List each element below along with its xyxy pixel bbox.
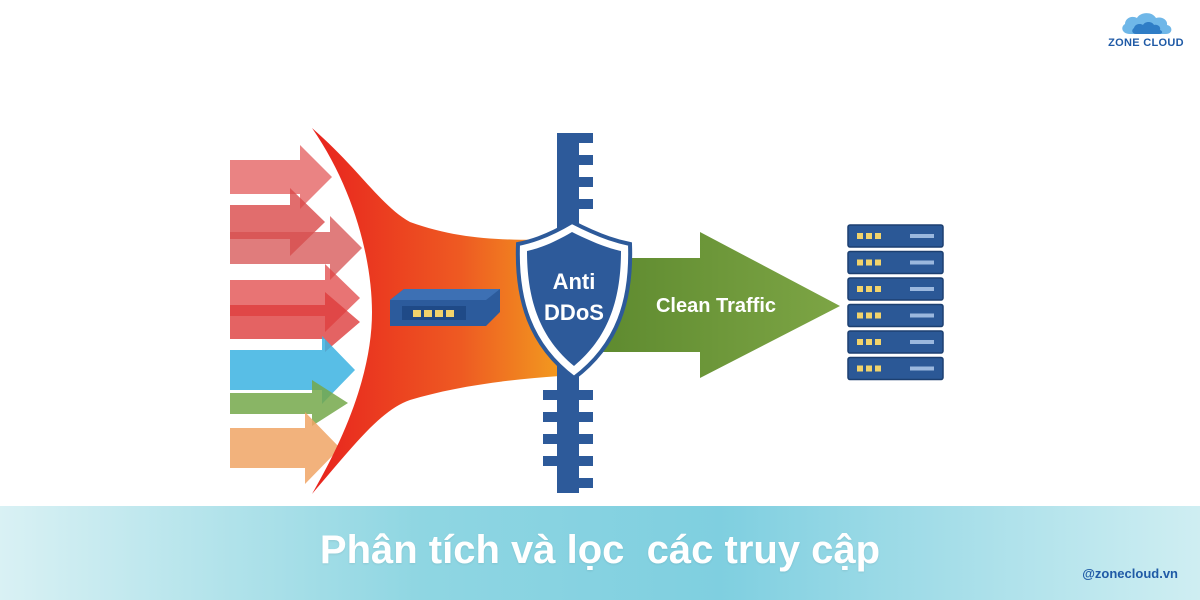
shield-label-line2: DDoS (544, 300, 604, 325)
server-unit (847, 330, 944, 354)
zone-cloud-logo: ZONE CLOUD (1106, 10, 1186, 54)
clean-traffic-label: Clean Traffic (656, 295, 776, 317)
server-unit (847, 250, 944, 275)
traffic-arrow-orange (230, 412, 340, 484)
caption-banner (0, 506, 1200, 600)
server-unit (847, 277, 944, 301)
network-device-icon (390, 289, 500, 326)
server-rack-icon (847, 224, 944, 381)
caption-title: Phân tích và lọc các truy cập (319, 528, 881, 572)
server-unit (847, 356, 944, 381)
cloud-icon (1122, 13, 1172, 34)
server-unit (847, 224, 944, 248)
social-handle: @zonecloud.vn (1082, 566, 1178, 581)
clean-traffic-arrow (598, 232, 840, 378)
logo-text: ZONE CLOUD (1108, 37, 1184, 49)
anti-ddos-shield-icon: Anti DDoS (515, 219, 633, 381)
traffic-arrow-green (230, 380, 348, 426)
server-unit (847, 303, 944, 328)
traffic-arrow-red-1 (230, 145, 332, 209)
traffic-arrow-red-3 (230, 216, 362, 280)
shield-label-line1: Anti (553, 269, 596, 294)
incoming-traffic-arrows (230, 145, 362, 484)
traffic-arrow-blue (230, 336, 355, 404)
traffic-arrow-red-5 (230, 292, 360, 352)
